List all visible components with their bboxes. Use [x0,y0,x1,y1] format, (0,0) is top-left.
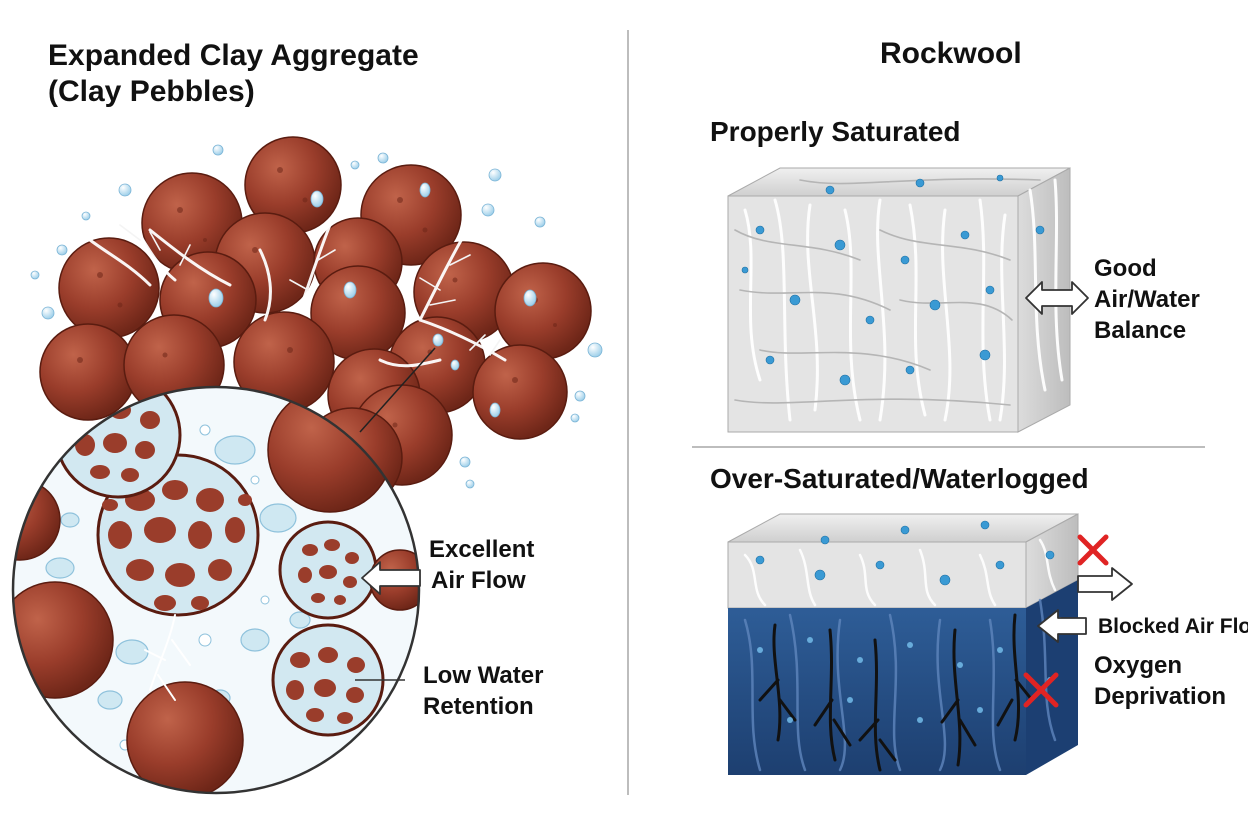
right-title: Rockwool [880,37,1022,70]
blocked-cross-icon [1077,534,1109,566]
saturated-subtitle: Properly Saturated [710,116,961,147]
left-title-line1: Expanded Clay Aggregate [48,39,419,72]
clay-pebble-cluster [30,136,603,509]
rockwool-waterlogged-block [727,513,1133,775]
air-flow-label-line2: Air Flow [431,567,526,594]
clay-pebble [494,262,592,360]
porous-pebble-cut [278,520,378,620]
inflow-arrow-icon [1037,609,1087,643]
rockwool-saturated-block [727,167,1089,433]
balance-label-line1: Good [1094,255,1157,282]
left-title-line2: (Clay Pebbles) [48,75,255,108]
balance-label-line3: Balance [1094,317,1187,344]
air-flow-arrow-icon [361,561,421,595]
water-retention-label-line2: Retention [423,693,534,720]
blocked-air-arrow-icon [1077,567,1133,601]
balance-label-line2: Air/Water [1094,286,1200,313]
oxygen-label-line2: Deprivation [1094,683,1227,710]
oxygen-label-line1: Oxygen [1094,652,1183,679]
clay-pebble [126,681,244,793]
blocked-air-label: Blocked Air Flow [1098,615,1248,638]
porous-pebble-cut [271,623,385,737]
waterlogged-subtitle: Over-Saturated/Waterlogged [710,463,1089,494]
air-flow-label-line1: Excellent [429,536,535,563]
bidirectional-arrow-icon [1025,281,1089,315]
water-retention-label-line1: Low Water [423,662,544,689]
clay-pebble [13,581,114,699]
clay-pebble [472,344,568,440]
clay-pebble [39,323,137,421]
porous-pebble-cut [96,453,260,617]
oxygen-cross-icon [1023,672,1059,708]
zoom-cross-section [11,385,421,795]
